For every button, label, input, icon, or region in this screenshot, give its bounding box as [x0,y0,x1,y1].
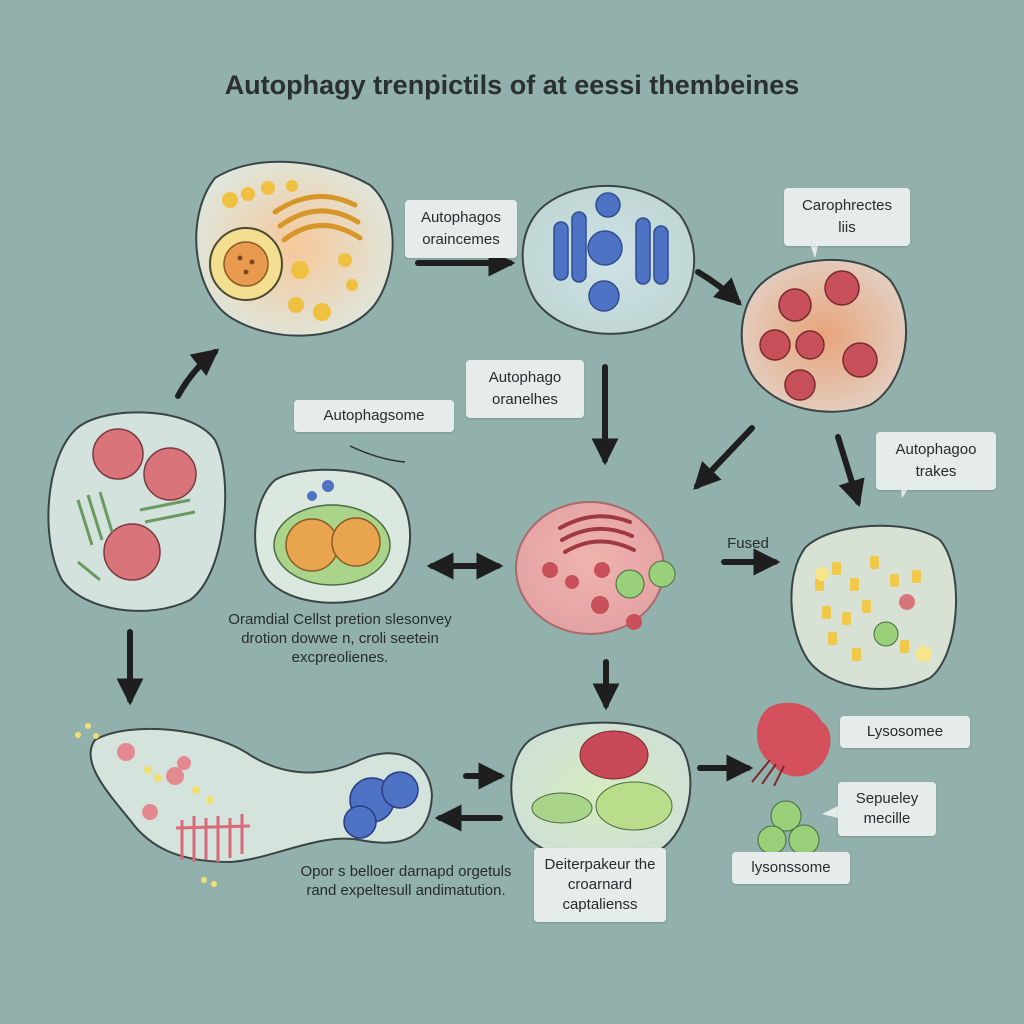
vesicle-icon [815,556,932,662]
label-lysonssome: lysonssome [732,852,850,884]
cell-top-left [195,160,394,337]
autophagosome-cell [254,468,412,604]
cell-middle-left [47,411,227,612]
caption-deiterpakeur: Deiterpakeur the croarnard captalienss [534,848,666,922]
golgi-icon [272,194,363,243]
label-autophagoo-trakes: Autophagoo trakes [876,432,996,490]
label-autophago-oranelhes: Autophago oranelhes [466,360,584,418]
golgi-icon [558,514,636,554]
central-cell [515,501,676,635]
label-autophagsome: Autophagsome [294,400,454,432]
mitochondria-icon [343,771,419,839]
cell-bottom-middle [510,721,692,864]
nucleus-icon [209,227,283,301]
arrow-icon [116,249,865,832]
vesicle-icon [222,180,358,321]
diagram-title: Autophagy trenpictils of at eessi thembe… [224,70,800,100]
cell-right-vesicles [790,524,957,690]
label-sepueley-mecille: Sepueley mecille [838,782,936,836]
label-lysosomee: Lysosomee [840,716,970,748]
label-fused: Fused [727,535,769,552]
caption-oramdial: Oramdial Cellst pretion slesonvey drotio… [228,611,452,666]
cell-top-middle [521,184,696,335]
lysosome-icon [751,702,831,856]
cell-top-right [740,258,908,413]
vesicle-icon [75,723,217,887]
label-autophagos-oraincemes: Autophagos oraincemes [405,200,517,258]
nucleus-icon [92,428,197,581]
golgi-icon [76,491,196,582]
cell-bottom-left [75,723,434,887]
lysosome-icon [759,270,878,401]
caption-opor: Opor s belloer darnapd orgetuls rand exp… [300,863,512,899]
label-carophrectes-liis: Carophrectes liis [784,188,910,246]
mitochondria-icon [553,192,669,312]
